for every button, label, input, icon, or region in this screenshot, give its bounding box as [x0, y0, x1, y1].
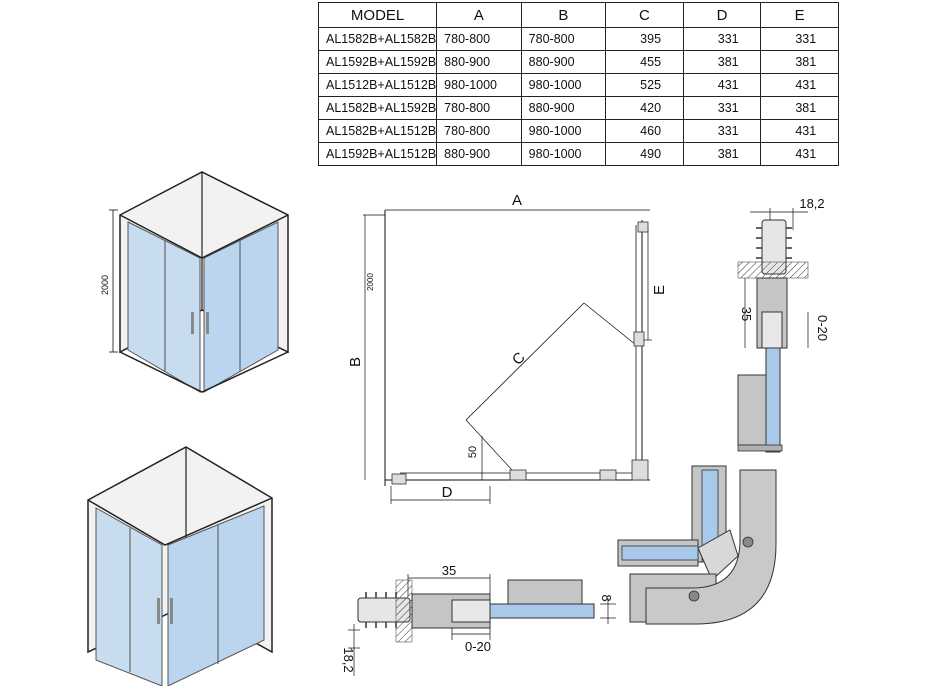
cell-model: AL1592B+AL1512B — [317, 142, 438, 166]
dim-label-35-bottom: 35 — [442, 563, 456, 578]
cell-model: AL1512B+AL1512B — [317, 73, 438, 97]
dim-label-8-bottom: 8 — [599, 594, 614, 601]
dim-label-50: 50 — [467, 446, 479, 458]
header-d: D — [682, 2, 762, 28]
detail-wall-profile-bottom: 35 0-20 8 18,2 — [341, 563, 616, 676]
detail-wall-profile-right: 18,2 35 0-20 — [737, 196, 830, 453]
header-model: MODEL — [317, 2, 438, 28]
dim-label-35-right: 35 — [739, 307, 754, 321]
dim-label-c: C — [509, 349, 529, 369]
enclosure-small-left-glass — [127, 221, 201, 393]
cell-e: 431 — [760, 119, 839, 143]
cell-b: 780-800 — [520, 27, 607, 51]
handle-icon — [206, 312, 209, 334]
dim-label-0-20-bottom: 0-20 — [465, 639, 491, 654]
screw-icon — [742, 536, 754, 548]
spec-table: MODEL A B C D E AL1582B+AL1582B 780-800 … — [317, 2, 839, 166]
table-row: AL1592B+AL1592B 880-900 880-900 455 381 … — [317, 50, 839, 74]
screw-icon — [688, 590, 700, 602]
cell-c: 420 — [605, 96, 684, 120]
cell-b: 880-900 — [520, 96, 607, 120]
dim-label-0-20-right: 0-20 — [815, 315, 830, 341]
cell-d: 331 — [682, 27, 762, 51]
handle-icon — [191, 312, 194, 334]
plan-view: A B 2000 C E D 50 — [347, 192, 668, 504]
cell-e: 431 — [760, 73, 839, 97]
cell-b: 980-1000 — [520, 73, 607, 97]
enclosure-large-right-glass — [167, 505, 265, 686]
header-a: A — [436, 2, 522, 28]
cell-a: 780-800 — [436, 27, 522, 51]
table-row: AL1512B+AL1512B 980-1000 980-1000 525 43… — [317, 73, 839, 97]
cell-a: 780-800 — [436, 96, 522, 120]
height-label-small: 2000 — [100, 275, 110, 295]
header-e: E — [760, 2, 839, 28]
detail-corner-connector — [617, 465, 777, 625]
table-row: AL1582B+AL1512B 780-800 980-1000 460 331… — [317, 119, 839, 143]
cell-model: AL1582B+AL1592B — [317, 96, 438, 120]
handle-icon — [170, 598, 173, 624]
dim-label-e: E — [651, 285, 668, 295]
enclosure-large-left-glass — [95, 507, 163, 686]
dim-label-b: B — [347, 357, 364, 367]
enclosure-small-right-glass — [203, 221, 279, 393]
cell-model: AL1592B+AL1592B — [317, 50, 438, 74]
cell-d: 381 — [682, 50, 762, 74]
table-row: AL1592B+AL1512B 880-900 980-1000 490 381… — [317, 142, 839, 166]
dim-label-d: D — [442, 484, 453, 501]
table-row: AL1582B+AL1592B 780-800 880-900 420 331 … — [317, 96, 839, 120]
height-label-plan: 2000 — [366, 273, 375, 291]
cell-a: 880-900 — [436, 142, 522, 166]
cell-c: 490 — [605, 142, 684, 166]
enclosure-3d-large — [87, 446, 273, 686]
dim-label-a: A — [512, 192, 522, 209]
handle-icon — [157, 598, 160, 624]
cell-b: 980-1000 — [520, 142, 607, 166]
cell-d: 431 — [682, 73, 762, 97]
table-header-row: MODEL A B C D E — [317, 2, 839, 28]
cell-d: 381 — [682, 142, 762, 166]
cell-b: 880-900 — [520, 50, 607, 74]
dim-label-18-2-bottom: 18,2 — [341, 647, 356, 672]
cell-e: 431 — [760, 142, 839, 166]
dim-label-18-2-top: 18,2 — [799, 196, 824, 211]
enclosure-3d-small: 2000 — [100, 171, 289, 393]
